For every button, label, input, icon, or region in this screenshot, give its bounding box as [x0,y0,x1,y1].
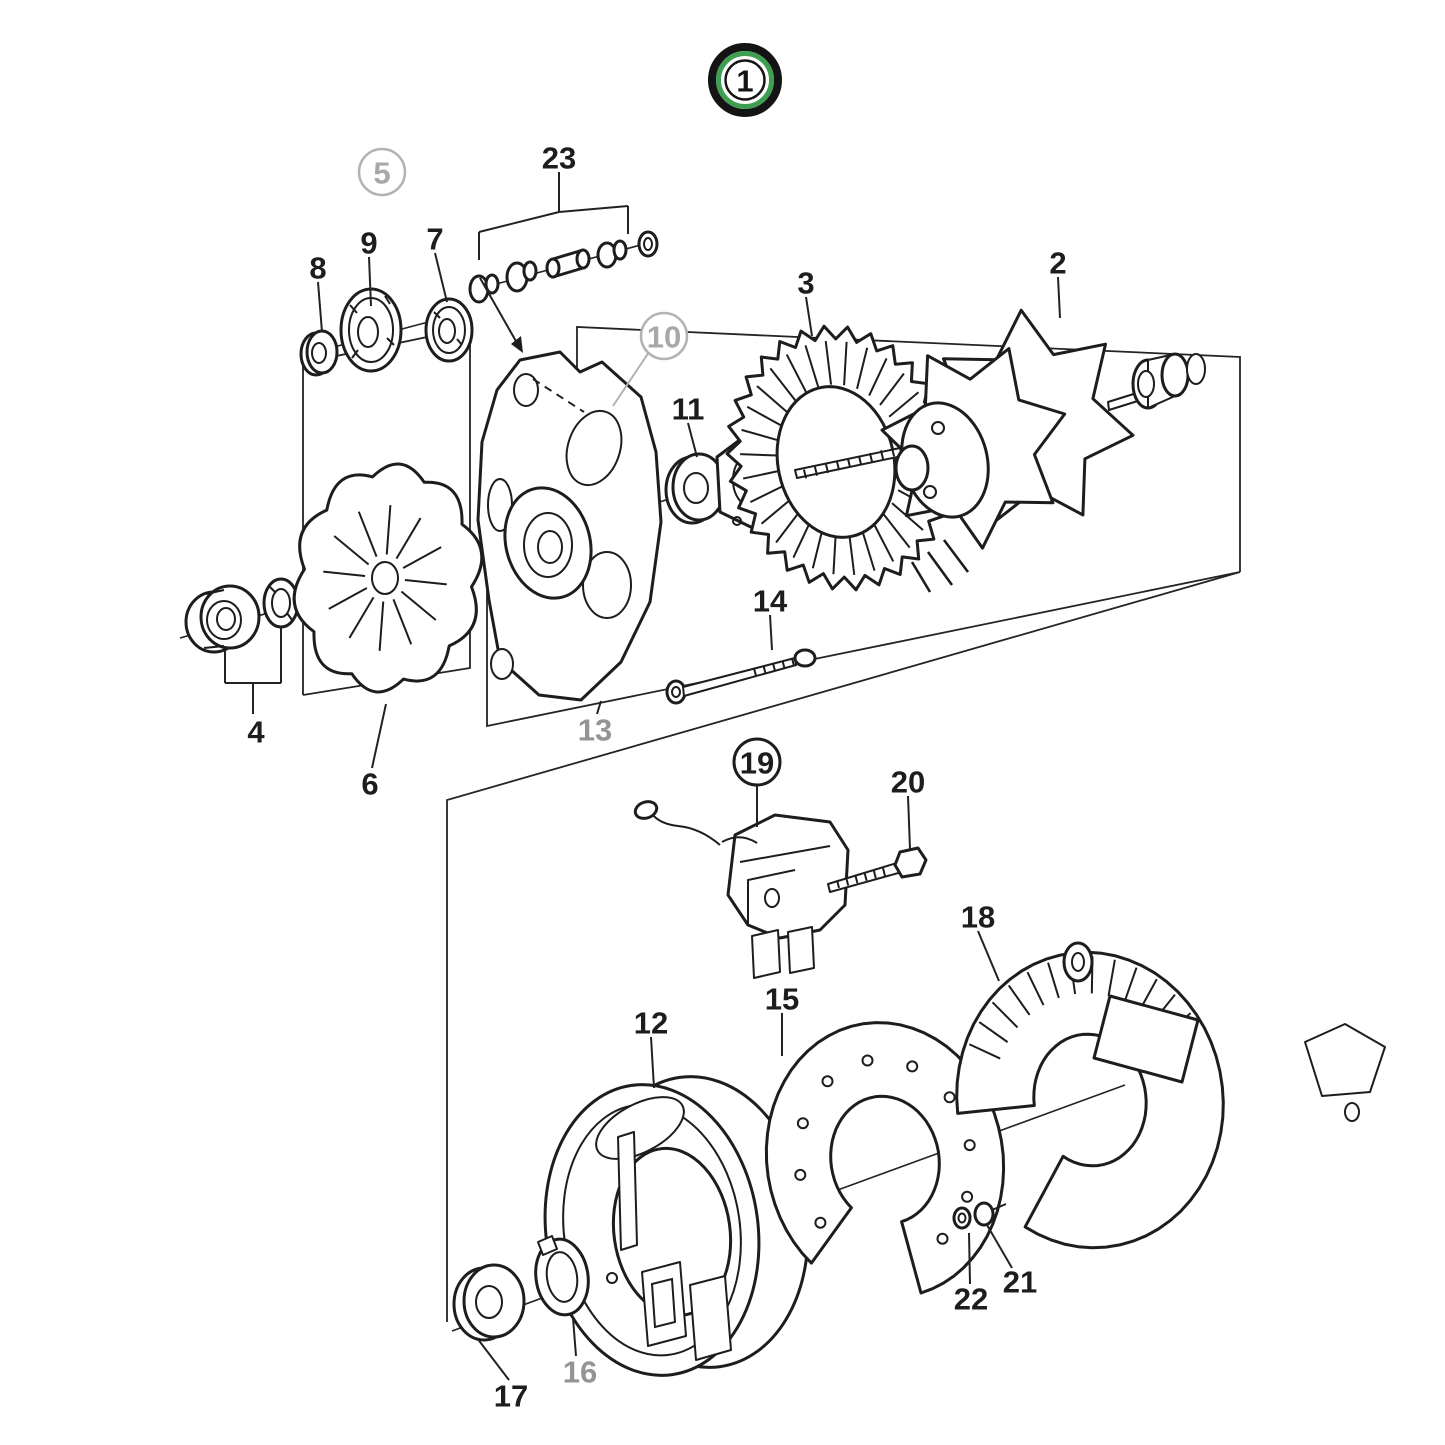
callout-number-16: 16 [563,1355,597,1390]
rear-housing-12-drawing [543,1075,810,1377]
front-bracket-13-drawing [476,350,663,702]
rotor-2-drawing [880,308,1206,550]
through-bolt-14-drawing [665,648,817,705]
callout-11: 11 [672,392,705,458]
callout-13: 13 [578,700,612,748]
stator-laminations [740,340,940,576]
callout-9: 9 [360,226,378,307]
callout-2: 2 [1049,246,1067,319]
fan-spokes [323,505,447,651]
callout-15: 15 [765,982,799,1056]
callout-number-4: 4 [247,715,265,750]
bushing-kit-23-drawing [468,230,659,304]
callout-3: 3 [797,266,815,337]
washer-8-drawing [299,329,339,377]
bearing-11-drawing [664,452,727,525]
callout-20: 20 [891,765,925,850]
callout-number-10: 10 [647,320,681,355]
rectifier-holes [794,1054,976,1245]
diode-carrier-18-drawing [955,941,1386,1250]
callout-16: 16 [563,1317,597,1390]
washer-7-drawing [424,297,474,363]
rectifier-15-drawing [764,1021,1006,1295]
callout-number-20: 20 [891,765,925,800]
bearing-17-drawing [452,1263,526,1342]
callout-number-17: 17 [494,1379,528,1414]
main-reference-badge: 1 [708,43,782,117]
panel-bottom-assembly [446,571,1241,1322]
badge-number: 1 [736,64,753,99]
callout-6: 6 [361,703,387,802]
callout-number-2: 2 [1049,246,1066,281]
callout-number-9: 9 [360,226,377,261]
stator-terminals [910,539,970,593]
callout-17: 17 [476,1337,528,1414]
callout-7: 7 [426,222,448,303]
callout-number-18: 18 [961,900,995,935]
callout-19: 19 [732,737,782,827]
callout-number-19: 19 [740,746,774,781]
callout-number-6: 6 [361,767,378,802]
thread-ticks [802,447,896,479]
callout-number-13: 13 [578,713,612,748]
callout-21: 21 [986,1224,1037,1300]
callout-number-12: 12 [634,1006,668,1041]
screw-20-threads [836,867,886,889]
callout-number-23: 23 [542,141,576,176]
callout-22: 22 [954,1232,988,1317]
collar-16-drawing [534,1235,590,1317]
callout-4: 4 [224,627,282,750]
callout-number-8: 8 [309,251,326,286]
callout-number-21: 21 [1003,1265,1037,1300]
callout-8: 8 [309,251,327,333]
washer-9-hatch [349,295,395,359]
callout-number-11: 11 [672,392,705,427]
callout-number-3: 3 [797,266,814,301]
callout-12: 12 [634,1006,668,1089]
parts-layer [184,230,1386,1377]
callout-14: 14 [753,584,788,651]
regulator-19-drawing [633,800,850,979]
callout-23: 23 [478,141,629,413]
nut-4-drawing [184,577,300,654]
screws-21-22-drawing [952,1201,1007,1230]
callout-number-22: 22 [954,1282,988,1317]
callout-5: 5 [357,147,407,197]
fan-6-drawing [292,462,484,694]
callout-number-15: 15 [765,982,799,1017]
callout-number-5: 5 [373,156,390,191]
screw-20-drawing [827,846,928,893]
callout-number-7: 7 [426,222,443,257]
bolt-thread-ticks [753,657,795,677]
callout-18: 18 [961,900,1000,982]
callout-number-14: 14 [753,584,788,619]
callout-10: 10 [612,311,689,407]
stator-3-drawing [725,324,970,593]
